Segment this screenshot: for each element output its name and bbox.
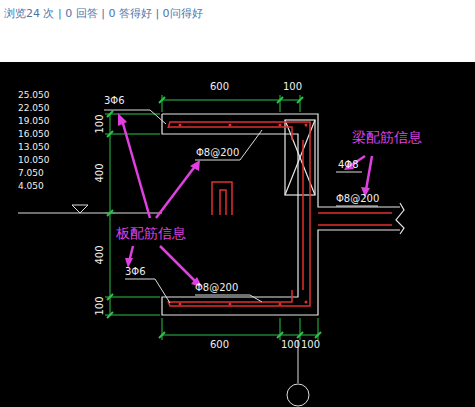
dimension: 400 xyxy=(95,245,105,264)
elevation: 19.050 xyxy=(18,117,50,126)
rebar-note: Φ8@200 xyxy=(196,148,239,158)
rebar-note: 3Φ6 xyxy=(104,96,125,106)
rebar-note: 4Φ8 xyxy=(338,160,359,170)
page-stats: 浏览24 次 | 0 回答 | 0 答得好 | 0问得好 xyxy=(4,8,203,19)
dimension: 100 xyxy=(95,114,105,133)
elevation: 13.050 xyxy=(18,143,50,152)
callout-label: 板配筋信息 xyxy=(116,226,186,240)
elevation: 25.050 xyxy=(18,91,50,100)
dimension: 600 xyxy=(210,340,229,350)
elevation: 22.050 xyxy=(18,104,50,113)
elevation: 7.050 xyxy=(18,169,44,178)
dimension: 400 xyxy=(95,163,105,182)
callout-label: 梁配筋信息 xyxy=(352,130,422,144)
dimension: 100 xyxy=(283,82,302,92)
rebar-note: Φ8@200 xyxy=(195,283,238,293)
dimension: 100 xyxy=(95,296,105,315)
elevation: 10.050 xyxy=(18,156,50,165)
rebar-note: 3Φ6 xyxy=(125,267,146,277)
elevation: 4.050 xyxy=(18,182,44,191)
dimension: 600 xyxy=(210,82,229,92)
elevation: 16.050 xyxy=(18,130,50,139)
rebar-note: Φ8@200 xyxy=(336,194,379,204)
dimension: 100 xyxy=(281,340,300,350)
dimension: 100 xyxy=(301,340,320,350)
